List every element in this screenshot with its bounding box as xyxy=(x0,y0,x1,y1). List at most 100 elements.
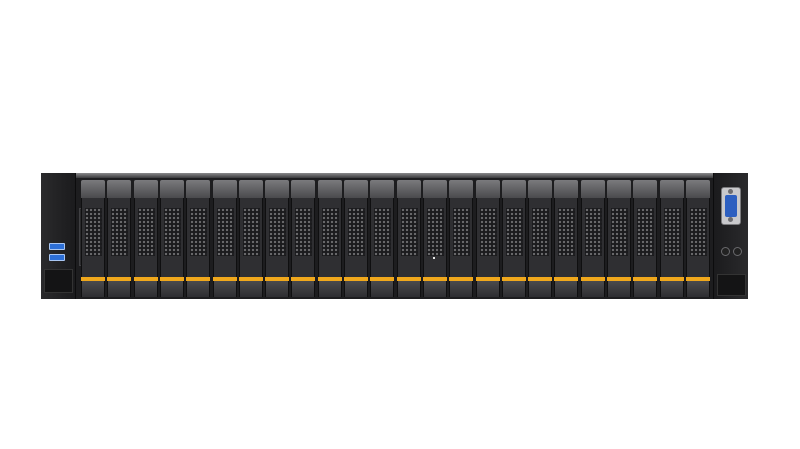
drive-bay[interactable] xyxy=(317,180,342,297)
drive-tray-handle[interactable] xyxy=(81,180,105,198)
drive-tray-handle[interactable] xyxy=(659,180,684,198)
drive-tray-handle[interactable] xyxy=(212,180,237,198)
drive-tray-lever[interactable] xyxy=(422,281,447,297)
right-pull-handle[interactable] xyxy=(717,274,746,296)
drive-bay[interactable] xyxy=(685,180,710,297)
drive-bay[interactable] xyxy=(422,180,447,297)
drive-bay[interactable] xyxy=(186,180,211,297)
drive-bay[interactable] xyxy=(159,180,184,297)
drive-bay[interactable] xyxy=(580,180,605,297)
drive-release-latch[interactable] xyxy=(422,277,447,281)
left-pull-handle[interactable] xyxy=(44,269,73,293)
drive-release-latch[interactable] xyxy=(607,277,631,281)
drive-bay[interactable] xyxy=(344,180,368,297)
drive-tray-handle[interactable] xyxy=(265,180,290,198)
drive-bay[interactable] xyxy=(212,180,237,297)
drive-bay[interactable] xyxy=(107,180,132,297)
drive-tray-lever[interactable] xyxy=(554,281,579,297)
drive-release-latch[interactable] xyxy=(265,277,290,281)
drive-tray-lever[interactable] xyxy=(159,281,184,297)
usb-port-icon[interactable] xyxy=(49,243,65,250)
drive-release-latch[interactable] xyxy=(449,277,474,281)
drive-tray-lever[interactable] xyxy=(633,281,658,297)
drive-tray-handle[interactable] xyxy=(159,180,184,198)
drive-tray-handle[interactable] xyxy=(291,180,316,198)
drive-tray-handle[interactable] xyxy=(422,180,447,198)
drive-tray-handle[interactable] xyxy=(475,180,500,198)
drive-tray-handle[interactable] xyxy=(317,180,342,198)
drive-release-latch[interactable] xyxy=(475,277,500,281)
drive-bay[interactable] xyxy=(291,180,316,297)
power-button-icon[interactable] xyxy=(721,247,730,256)
drive-release-latch[interactable] xyxy=(528,277,553,281)
drive-tray-lever[interactable] xyxy=(265,281,290,297)
drive-release-latch[interactable] xyxy=(186,277,211,281)
drive-tray-lever[interactable] xyxy=(212,281,237,297)
drive-tray-handle[interactable] xyxy=(238,180,263,198)
drive-tray-lever[interactable] xyxy=(317,281,342,297)
drive-tray-handle[interactable] xyxy=(186,180,211,198)
drive-release-latch[interactable] xyxy=(396,277,421,281)
drive-bay[interactable] xyxy=(554,180,579,297)
drive-tray-lever[interactable] xyxy=(291,281,316,297)
drive-bay[interactable] xyxy=(475,180,500,297)
drive-tray-handle[interactable] xyxy=(528,180,553,198)
drive-release-latch[interactable] xyxy=(501,277,526,281)
drive-tray-lever[interactable] xyxy=(449,281,474,297)
drive-release-latch[interactable] xyxy=(159,277,184,281)
drive-release-latch[interactable] xyxy=(133,277,158,281)
vga-port-icon[interactable] xyxy=(721,187,741,225)
drive-tray-handle[interactable] xyxy=(501,180,526,198)
drive-bay[interactable] xyxy=(238,180,263,297)
drive-bay[interactable] xyxy=(633,180,658,297)
drive-bay[interactable] xyxy=(528,180,553,297)
id-button-icon[interactable] xyxy=(733,247,742,256)
drive-tray-lever[interactable] xyxy=(659,281,684,297)
drive-bay[interactable] xyxy=(607,180,631,297)
drive-bay[interactable] xyxy=(81,180,105,297)
drive-tray-handle[interactable] xyxy=(107,180,132,198)
drive-release-latch[interactable] xyxy=(685,277,710,281)
drive-release-latch[interactable] xyxy=(633,277,658,281)
drive-release-latch[interactable] xyxy=(317,277,342,281)
drive-bay[interactable] xyxy=(449,180,474,297)
drive-bay[interactable] xyxy=(370,180,395,297)
drive-tray-lever[interactable] xyxy=(238,281,263,297)
drive-release-latch[interactable] xyxy=(659,277,684,281)
drive-release-latch[interactable] xyxy=(554,277,579,281)
drive-tray-handle[interactable] xyxy=(344,180,368,198)
drive-tray-handle[interactable] xyxy=(685,180,710,198)
usb-port-icon[interactable] xyxy=(49,254,65,261)
drive-release-latch[interactable] xyxy=(291,277,316,281)
drive-tray-handle[interactable] xyxy=(396,180,421,198)
drive-release-latch[interactable] xyxy=(81,277,105,281)
drive-bay[interactable] xyxy=(265,180,290,297)
drive-bay[interactable] xyxy=(659,180,684,297)
drive-tray-lever[interactable] xyxy=(133,281,158,297)
drive-tray-handle[interactable] xyxy=(607,180,631,198)
drive-bay[interactable] xyxy=(501,180,526,297)
drive-tray-lever[interactable] xyxy=(580,281,605,297)
drive-tray-lever[interactable] xyxy=(528,281,553,297)
drive-tray-lever[interactable] xyxy=(475,281,500,297)
drive-tray-handle[interactable] xyxy=(449,180,474,198)
drive-release-latch[interactable] xyxy=(370,277,395,281)
drive-release-latch[interactable] xyxy=(212,277,237,281)
drive-tray-lever[interactable] xyxy=(501,281,526,297)
drive-tray-handle[interactable] xyxy=(370,180,395,198)
drive-release-latch[interactable] xyxy=(238,277,263,281)
drive-tray-lever[interactable] xyxy=(396,281,421,297)
drive-release-latch[interactable] xyxy=(344,277,368,281)
drive-tray-handle[interactable] xyxy=(554,180,579,198)
drive-tray-handle[interactable] xyxy=(580,180,605,198)
drive-tray-lever[interactable] xyxy=(685,281,710,297)
drive-bay[interactable] xyxy=(396,180,421,297)
drive-release-latch[interactable] xyxy=(107,277,132,281)
drive-tray-handle[interactable] xyxy=(633,180,658,198)
drive-tray-lever[interactable] xyxy=(607,281,631,297)
drive-tray-lever[interactable] xyxy=(370,281,395,297)
drive-tray-lever[interactable] xyxy=(107,281,132,297)
drive-tray-handle[interactable] xyxy=(133,180,158,198)
drive-tray-lever[interactable] xyxy=(81,281,105,297)
drive-release-latch[interactable] xyxy=(580,277,605,281)
